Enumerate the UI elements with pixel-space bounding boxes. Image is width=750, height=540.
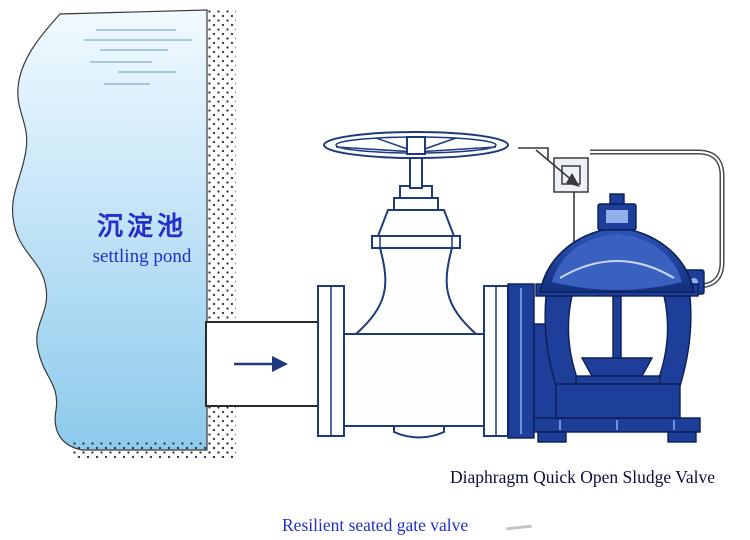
flow-arrow-icon	[234, 356, 288, 372]
gate-valve-stem	[409, 153, 423, 189]
pilot-tubing-loop	[590, 149, 725, 289]
pond-bottom-stipple	[72, 440, 236, 460]
gate-valve-left-flange	[317, 285, 345, 437]
gate-valve-bonnet	[376, 209, 456, 237]
sludge-valve-inlet-flange	[507, 283, 535, 439]
pond-water	[12, 9, 208, 451]
sludge-valve-disc	[580, 357, 654, 377]
gate-valve-bonnet-flange	[371, 235, 461, 249]
diaphragm-sludge-valve	[507, 193, 705, 443]
pond-label-cn: 沉淀池	[96, 212, 187, 242]
water-surface-lines	[84, 29, 192, 85]
pilot-actuation-arrow-icon	[535, 149, 580, 187]
gate-valve-handwheel	[323, 131, 509, 159]
gate-valve-boss	[393, 425, 445, 439]
outlet-pipe	[205, 321, 321, 407]
sludge-valve-label: Diaphragm Quick Open Sludge Valve	[450, 467, 716, 487]
sludge-valve-pedestal	[555, 383, 681, 419]
gate-valve-right-flange	[483, 285, 509, 437]
settling-pond	[12, 8, 236, 460]
sludge-valve-top-fitting	[597, 193, 637, 231]
sludge-valve-stem	[612, 295, 622, 361]
gate-valve	[317, 131, 509, 439]
sludge-valve-bowl-right	[654, 295, 692, 387]
gate-valve-label: Resilient seated gate valve	[282, 515, 469, 535]
pond-label-en: settling pond	[92, 246, 192, 267]
gate-valve-pipe	[343, 333, 485, 427]
pilot-valve	[518, 147, 589, 250]
gate-valve-body	[353, 247, 479, 335]
